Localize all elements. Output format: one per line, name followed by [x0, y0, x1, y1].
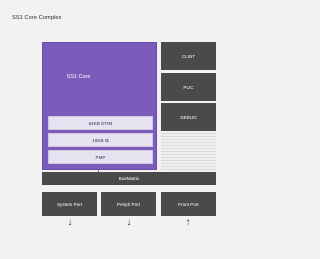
- periph-port-arrow-icon: ↓: [126, 217, 132, 228]
- front-port: Front Port: [161, 192, 216, 216]
- periph-port: Periph Port: [101, 192, 156, 216]
- busmatrix-block: BusMatrix: [42, 172, 216, 185]
- front-port-arrow-icon: ↑: [185, 217, 191, 228]
- system-port: System Port: [42, 192, 97, 216]
- hatched-area: [161, 132, 216, 170]
- clint-block: CLINT: [161, 42, 216, 70]
- dtim-block: 64KB DTIM: [48, 116, 153, 130]
- core-bus-connector: [98, 164, 99, 172]
- icache-block: 16KB I$: [48, 133, 153, 147]
- pmp-block: PMP: [48, 150, 153, 164]
- debug-block: DEBUG: [161, 103, 216, 131]
- core-label: SS1 Core: [66, 74, 91, 80]
- core-block: [42, 42, 157, 170]
- diagram-title: SS1 Core Complex: [12, 15, 62, 21]
- system-port-arrow-icon: ↓: [67, 217, 73, 228]
- plic-block: PLIC: [161, 73, 216, 101]
